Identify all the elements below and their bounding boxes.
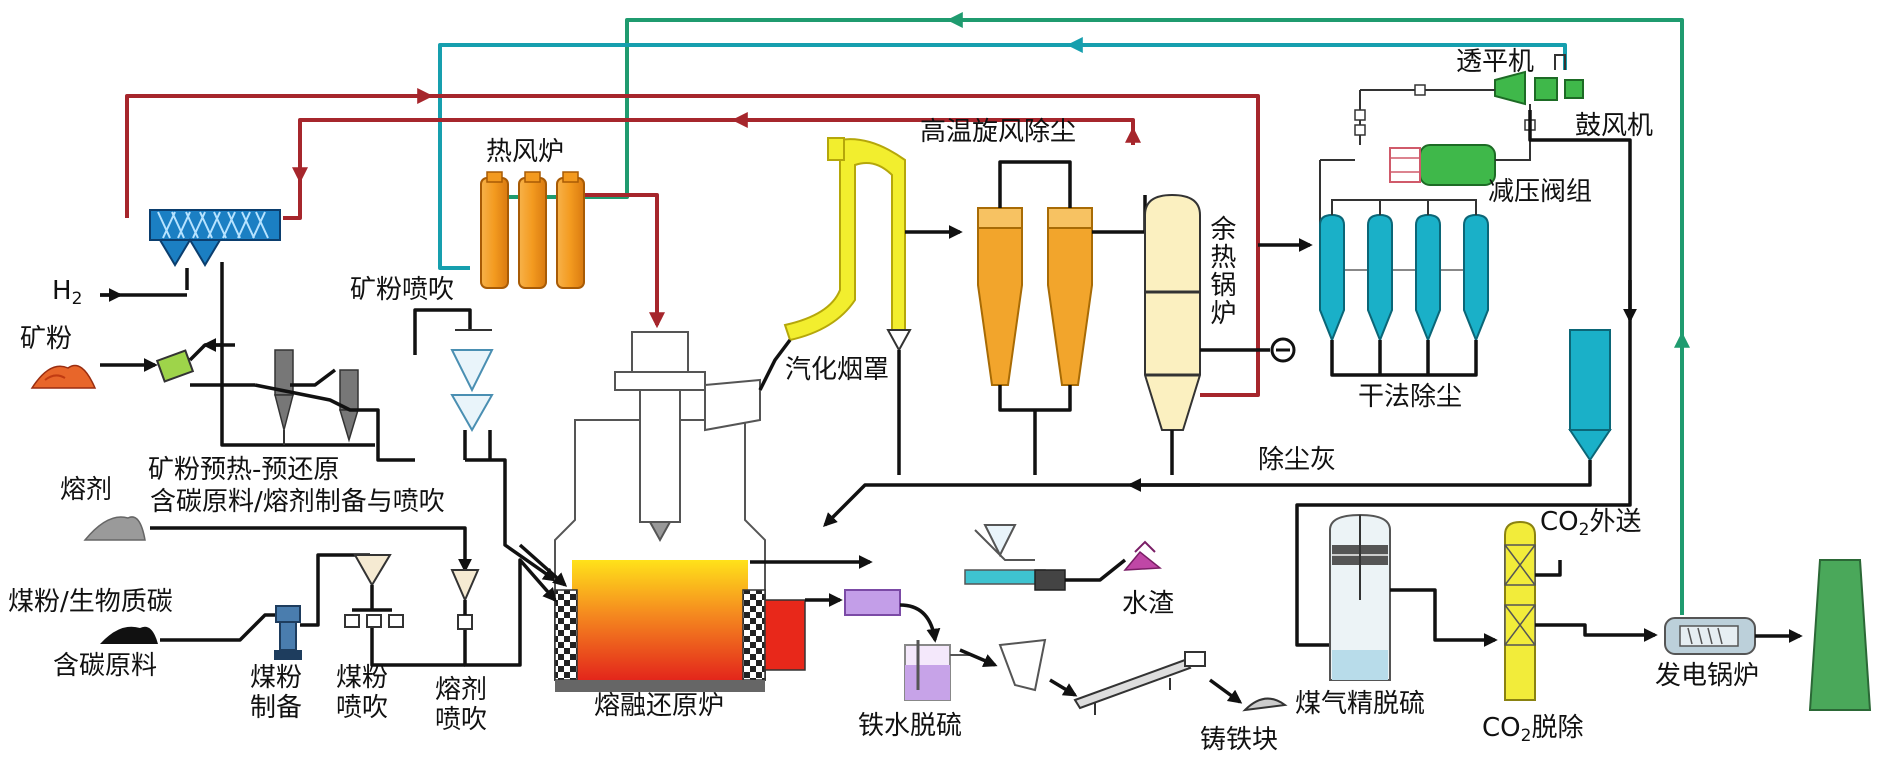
hot-metal-ladle-icon <box>844 589 941 643</box>
coal-prep-label: 煤粉制备 <box>250 663 303 723</box>
gas-desulf-label: 煤气精脱硫 <box>1295 689 1426 719</box>
ore-preheat-label: 矿粉预热-预还原 <box>148 455 340 485</box>
power-boiler-icon <box>1664 617 1756 655</box>
cyclone-label: 高温旋风除尘 <box>920 117 1077 147</box>
flux-hopper-icon <box>450 569 480 630</box>
hot-stove-label: 热风炉 <box>486 137 565 167</box>
feeder-icon <box>155 349 195 383</box>
co2-removal-label: CO2脱除 <box>1482 713 1584 746</box>
smelting-furnace-label: 熔融还原炉 <box>594 691 725 721</box>
flux-inject-label: 熔剂喷吹 <box>435 675 488 735</box>
small-cyclone-2-icon <box>338 369 360 443</box>
water-slag-pile-icon <box>1123 540 1162 571</box>
h2-label: H2 <box>52 276 83 309</box>
casting-machine-icon <box>1073 651 1206 715</box>
water-slag-label: 水渣 <box>1122 589 1175 619</box>
dry-dust-label: 干法除尘 <box>1358 382 1463 412</box>
valve-symbol-icon <box>1270 337 1296 363</box>
vaporization-hood-icon <box>783 137 912 353</box>
hot-stoves-icon <box>480 171 585 289</box>
tilting-ladle-icon <box>998 638 1047 692</box>
carbon-material-label: 含碳原料 <box>53 651 158 681</box>
flux-pile-icon <box>83 516 146 541</box>
carbon-flux-prep-label: 含碳原料/熔剂制备与喷吹 <box>150 487 445 517</box>
preheat-outlet-line <box>220 290 375 447</box>
slag-granulation-icon <box>964 524 1066 591</box>
waste-heat-boiler-icon <box>1144 193 1201 431</box>
smelting-furnace-icon <box>554 331 806 692</box>
co2-out-label: CO2外送 <box>1540 507 1642 540</box>
blower-label: 鼓风机 <box>1575 111 1654 141</box>
cast-iron-label: 铸铁块 <box>1200 725 1279 755</box>
coal-biochar-label: 煤粉/生物质碳 <box>8 587 173 617</box>
ore-pile-icon <box>30 364 97 389</box>
coal-inject-label: 煤粉喷吹 <box>336 663 389 723</box>
coal-hopper-icon <box>344 554 404 628</box>
desulfurization-tank-icon <box>904 640 970 701</box>
hot-metal-desulf-label: 铁水脱硫 <box>858 711 963 741</box>
gas-desulf-tower-icon <box>1329 513 1391 681</box>
preheat-reactor-icon <box>149 209 281 290</box>
powder-injection-icon <box>413 308 494 460</box>
power-boiler-label: 发电锅炉 <box>1655 661 1760 691</box>
chimney-icon <box>1808 559 1872 711</box>
coal-mill-icon <box>274 605 302 660</box>
co2-removal-tower-icon <box>1504 520 1536 701</box>
dust-ash-label: 除尘灰 <box>1258 445 1337 475</box>
decompression-valve-icon <box>1389 144 1496 186</box>
cyan-loop-line <box>438 37 1567 270</box>
hood-label: 汽化烟罩 <box>785 355 890 385</box>
red-loop-line <box>125 88 1260 397</box>
powder-injection-label: 矿粉喷吹 <box>350 275 455 305</box>
coal-pile-icon <box>100 626 158 644</box>
cast-iron-block-icon <box>1242 697 1288 712</box>
fine-cyclone-icon <box>1568 329 1612 462</box>
dry-dust-filters-icon <box>1319 159 1489 343</box>
high-temp-cyclones-icon <box>977 207 1093 386</box>
valve-group-label: 减压阀组 <box>1488 177 1593 207</box>
small-cyclone-1-icon <box>274 349 294 445</box>
waste-heat-boiler-label: 余热锅炉 <box>1205 215 1236 327</box>
flux-label: 熔剂 <box>60 475 113 505</box>
trt-label: 透平机 <box>1456 47 1535 77</box>
ore-powder-label: 矿粉 <box>20 324 73 354</box>
